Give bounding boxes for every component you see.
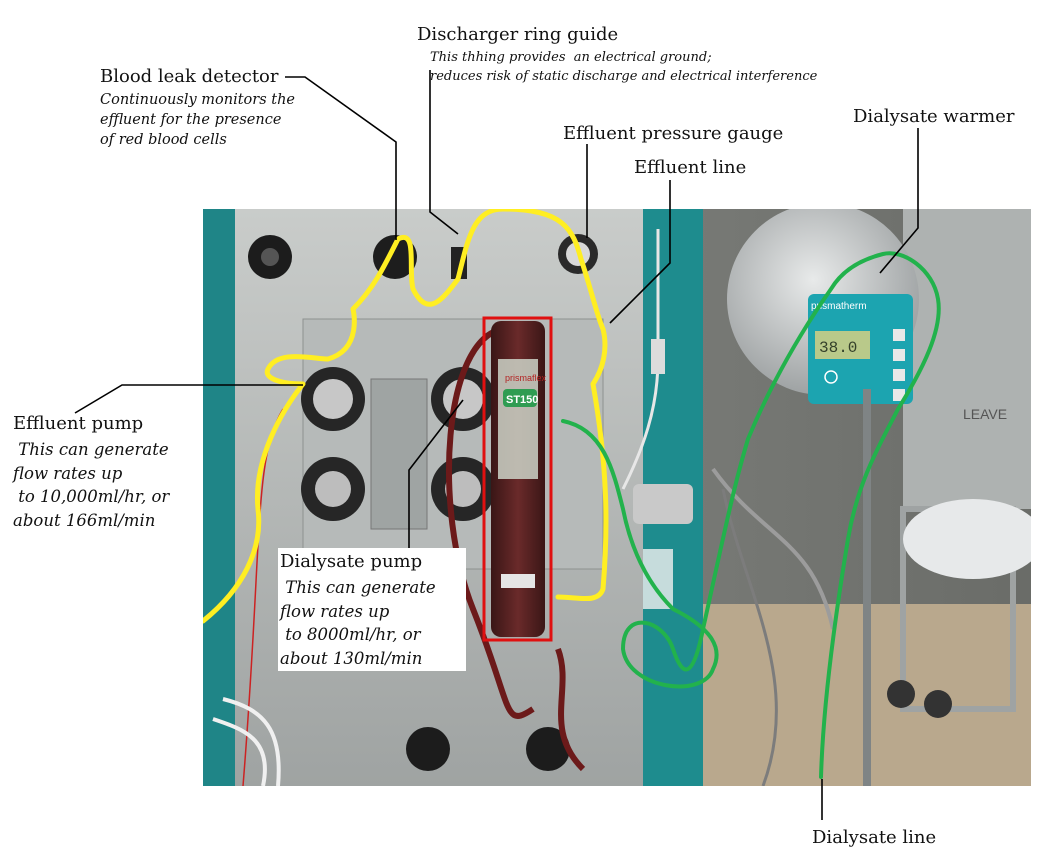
dialysate-pump-label-box xyxy=(278,548,466,671)
note-line: Continuously monitors the xyxy=(100,92,295,108)
connector-bottom-left xyxy=(406,727,450,771)
effluent-line-title: Effluent line xyxy=(634,157,747,178)
dialysate-pump-leader xyxy=(408,399,464,548)
note-line: flow rates up xyxy=(280,601,390,621)
connector-bottom-right xyxy=(526,727,570,771)
pillow xyxy=(903,499,1031,579)
trolley-wheel-left xyxy=(887,680,915,708)
effluent-pressure-gauge-title: Effluent pressure gauge xyxy=(563,123,784,144)
note-line: This can generate xyxy=(280,578,436,597)
note-line: to 8000ml/hr, or xyxy=(280,625,421,644)
effluent-circuit-trace xyxy=(203,209,609,624)
filter-highlight-box xyxy=(482,316,553,642)
discharger-ring-guide-leader xyxy=(429,70,459,235)
effluent-pump-title: Effluent pump xyxy=(13,413,144,434)
machine-side-left xyxy=(203,209,235,786)
dialysate-circuit-trace xyxy=(561,251,941,779)
crrt-machine-photo: prismaflex ST150 prismatherm 38.0 LEAVE xyxy=(203,209,1031,786)
warmer-brand-text: prismatherm xyxy=(811,301,867,312)
discharger-ring-guide-title: Discharger ring guide xyxy=(417,24,619,45)
pump-housing xyxy=(370,378,428,530)
effluent-pump-leader xyxy=(74,384,303,414)
line-clamp xyxy=(633,484,693,524)
note-line: of red blood cells xyxy=(100,132,227,148)
linen-text: LEAVE xyxy=(963,406,1007,422)
note-line: about 130ml/min xyxy=(280,648,423,668)
dialysate-warmer-title: Dialysate warmer xyxy=(853,106,1015,127)
note-line: effluent for the presence xyxy=(100,112,282,128)
trolley-wheel-right xyxy=(924,690,952,718)
note-line: to 10,000ml/hr, or xyxy=(13,487,170,506)
iv-pole xyxy=(863,389,871,786)
blood-leak-detector-leader xyxy=(285,76,397,240)
dialysate-pump-note: This can generate flow rates up to 8000m… xyxy=(280,576,436,670)
dialysate-pump-title: Dialysate pump xyxy=(280,551,423,572)
filter-model-text: ST150 xyxy=(506,394,538,406)
dialysate-warmer-leader xyxy=(879,128,919,274)
dialysate-line-title: Dialysate line xyxy=(812,827,937,848)
note-line: This thhing provides an electrical groun… xyxy=(430,50,712,65)
effluent-pump-note: This can generate flow rates up to 10,00… xyxy=(13,438,169,532)
note-line: reduces risk of static discharge and ele… xyxy=(430,69,818,84)
warmer-lcd xyxy=(815,331,870,359)
note-line: This can generate xyxy=(13,440,169,459)
effluent-line-leader xyxy=(609,180,671,324)
blood-leak-detector-title: Blood leak detector xyxy=(100,66,279,87)
note-line: about 166ml/min xyxy=(13,510,156,530)
discharger-ring-guide-note: This thhing provides an electrical groun… xyxy=(430,48,817,86)
note-line: flow rates up xyxy=(13,463,123,483)
filter-brand-text: prismaflex xyxy=(505,373,547,383)
warmer-power-icon xyxy=(824,370,838,384)
blood-leak-detector-note: Continuously monitors the effluent for t… xyxy=(100,90,295,150)
warmer-display-text: 38.0 xyxy=(819,339,857,357)
